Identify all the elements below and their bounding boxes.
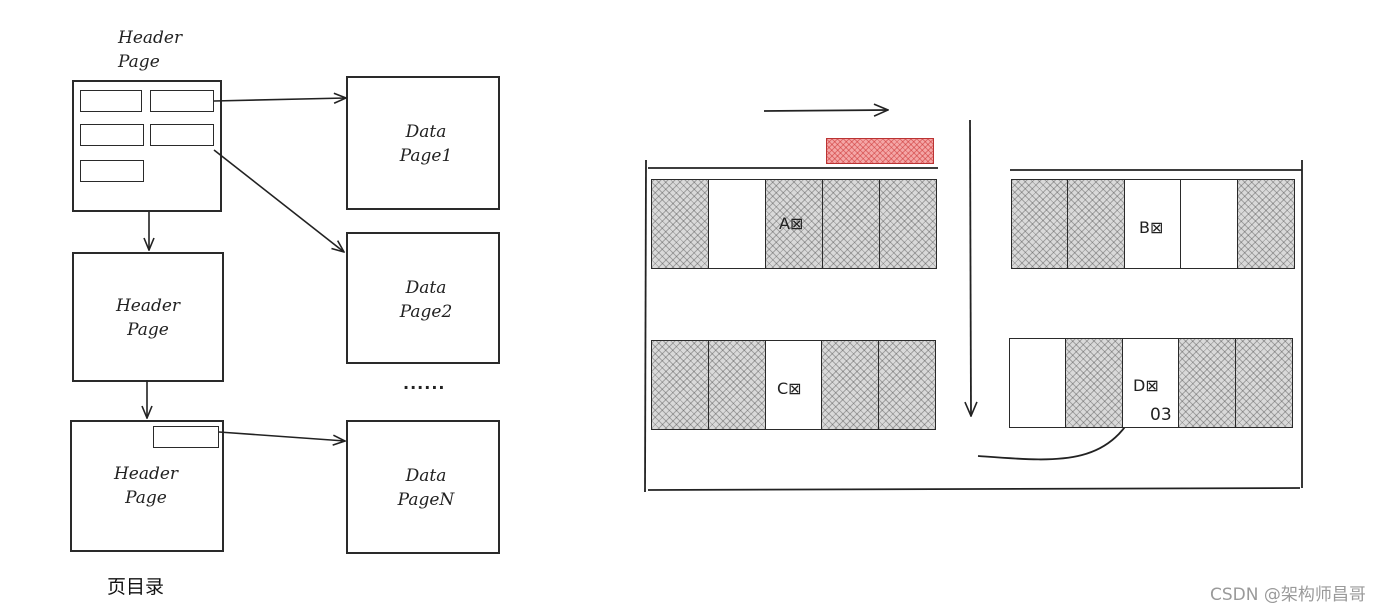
slot-r1l-2 (708, 179, 766, 269)
cell-c-label: C⊠ (777, 379, 802, 398)
slot-r1r-2 (1067, 179, 1125, 269)
left-arrows (0, 0, 520, 608)
slot-r1l-1 (651, 179, 709, 269)
data-page-1-label: Data Page1 (399, 122, 453, 166)
header-slot-1 (80, 90, 142, 112)
ellipsis-label: ...... (403, 374, 446, 393)
arrow-to-data-page-n (218, 431, 345, 441)
slot-r1r-3: B⊠ (1124, 179, 1181, 269)
arrow-to-data-page-1 (213, 98, 346, 101)
slot-r1r-4 (1180, 179, 1238, 269)
header-page-3-slot (153, 426, 219, 448)
page-directory-caption: 页目录 (107, 576, 165, 598)
slot-r2l-5 (878, 340, 936, 430)
header-slot-3 (80, 124, 144, 146)
slot-r1l-5 (879, 179, 937, 269)
data-page-n: Data PageN (346, 420, 500, 554)
header-page-2: Header Page (72, 252, 224, 382)
data-page-1: Data Page1 (346, 76, 500, 210)
slot-r1l-4 (822, 179, 880, 269)
slot-r2r-4 (1178, 338, 1236, 428)
slot-r1l-3: A⊠ (765, 179, 823, 269)
header-slot-2 (150, 90, 214, 112)
header-slot-4 (150, 124, 214, 146)
data-page-n-label: Data PageN (397, 466, 455, 510)
cell-a-label: A⊠ (779, 214, 804, 233)
csdn-watermark: CSDN @架构师昌哥 (1210, 585, 1366, 605)
slot-r1r-1 (1011, 179, 1068, 269)
slot-r1r-5 (1237, 179, 1295, 269)
slot-r2r-5 (1235, 338, 1293, 428)
slot-r2l-3: C⊠ (765, 340, 822, 430)
slot-r2l-2 (708, 340, 766, 430)
header-slot-5 (80, 160, 144, 182)
scan-direction-arrow (763, 110, 888, 111)
cell-d-label: D⊠ (1133, 376, 1159, 395)
data-page-2: Data Page2 (346, 232, 500, 364)
cell-d-note: 03 (1150, 405, 1172, 425)
arrow-to-data-page-2 (213, 149, 344, 252)
slot-r2r-2 (1065, 338, 1123, 428)
cell-b-label: B⊠ (1139, 218, 1164, 237)
data-page-2-label: Data Page2 (399, 278, 453, 322)
slot-r2l-4 (821, 340, 879, 430)
slot-r2l-1 (651, 340, 709, 430)
slot-r2r-1 (1009, 338, 1066, 428)
header-page-3-label: Header Page (113, 464, 179, 508)
red-highlight-bar (826, 138, 934, 164)
slot-r2r-3: D⊠ 03 (1122, 338, 1179, 428)
top-header-page-title: Header Page (118, 28, 183, 72)
header-page-2-label: Header Page (115, 296, 181, 340)
vertical-scan-arrow (970, 119, 971, 416)
